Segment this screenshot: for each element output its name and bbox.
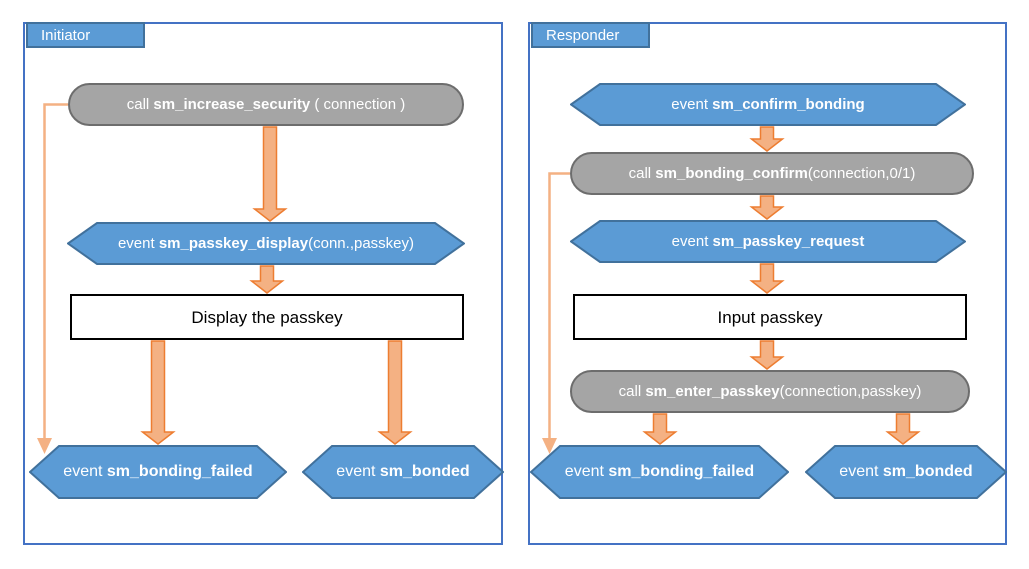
failure-path-arrow-icon — [37, 103, 68, 454]
panel-initiator: Initiator call sm_increase_security ( co… — [23, 22, 504, 545]
node-label: event sm_bonding_failed — [564, 463, 755, 480]
function-name: sm_increase_security — [153, 96, 311, 113]
flow-arrow-down-icon — [249, 265, 285, 294]
hexagon-shape — [530, 445, 789, 499]
process-label: Input passkey — [717, 307, 823, 327]
node-label: event sm_confirm_bonding — [671, 96, 865, 113]
node-process-display-passkey: Display the passkey — [70, 294, 464, 340]
node-process-input-passkey: Input passkey — [573, 294, 967, 340]
node-event-sm-passkey-request: event sm_passkey_request — [570, 220, 966, 263]
flow-arrow-down-icon — [252, 126, 288, 222]
function-name: sm_confirm_bonding — [712, 96, 865, 113]
node-label: event sm_bonded — [336, 463, 470, 480]
tab-label: Initiator — [41, 26, 91, 44]
flow-arrow-down-icon — [377, 340, 413, 445]
function-name: sm_bonding_failed — [106, 463, 253, 480]
hexagon-shape — [67, 222, 465, 265]
node-label: event sm_passkey_request — [671, 233, 865, 250]
node-event-sm-confirm-bonding: event sm_confirm_bonding — [570, 83, 966, 126]
flow-arrow-down-icon — [749, 195, 785, 220]
flow-arrow-down-icon — [749, 340, 785, 370]
node-label: event sm_passkey_display(conn.,passkey) — [117, 235, 415, 252]
node-event-sm-bonded: event sm_bonded — [302, 445, 504, 499]
failure-path-arrow-icon — [542, 172, 570, 454]
hexagon-shape — [805, 445, 1007, 499]
function-name: sm_bonded — [882, 463, 973, 480]
node-call-sm-bonding-confirm: call sm_bonding_confirm(connection,0/1) — [570, 152, 974, 195]
node-label: call sm_enter_passkey(connection,passkey… — [618, 383, 922, 400]
node-event-sm-passkey-display: event sm_passkey_display(conn.,passkey) — [67, 222, 465, 265]
tab-label: Responder — [546, 26, 620, 44]
function-name: sm_enter_passkey — [645, 383, 780, 400]
node-label: event sm_bonded — [839, 463, 973, 480]
function-name: sm_passkey_request — [712, 233, 865, 250]
panel-responder: Responder event sm_confirm_bonding call … — [528, 22, 1007, 545]
flow-arrow-down-icon — [885, 413, 921, 445]
node-event-sm-bonding-failed: event sm_bonding_failed — [530, 445, 789, 499]
node-event-sm-bonded: event sm_bonded — [805, 445, 1007, 499]
node-label: event sm_bonding_failed — [63, 463, 253, 480]
node-label: call sm_bonding_confirm(connection,0/1) — [628, 165, 916, 182]
flow-arrow-down-icon — [642, 413, 678, 445]
function-name: sm_passkey_display — [158, 235, 309, 252]
flow-arrow-down-icon — [749, 126, 785, 152]
function-name: sm_bonding_confirm — [655, 165, 808, 182]
process-label: Display the passkey — [191, 307, 343, 327]
function-name: sm_bonded — [379, 463, 470, 480]
hexagon-shape — [29, 445, 287, 499]
node-call-sm-enter-passkey: call sm_enter_passkey(connection,passkey… — [570, 370, 970, 413]
hexagon-shape — [570, 220, 966, 263]
node-call-sm-increase-security: call sm_increase_security ( connection ) — [68, 83, 464, 126]
tab-responder: Responder — [531, 22, 650, 48]
function-name: sm_bonding_failed — [608, 463, 755, 480]
hexagon-shape — [570, 83, 966, 126]
flow-arrow-down-icon — [140, 340, 176, 445]
tab-initiator: Initiator — [26, 22, 145, 48]
hexagon-shape — [302, 445, 504, 499]
node-event-sm-bonding-failed: event sm_bonding_failed — [29, 445, 287, 499]
flow-arrow-down-icon — [749, 263, 785, 294]
node-label: call sm_increase_security ( connection ) — [126, 96, 406, 113]
